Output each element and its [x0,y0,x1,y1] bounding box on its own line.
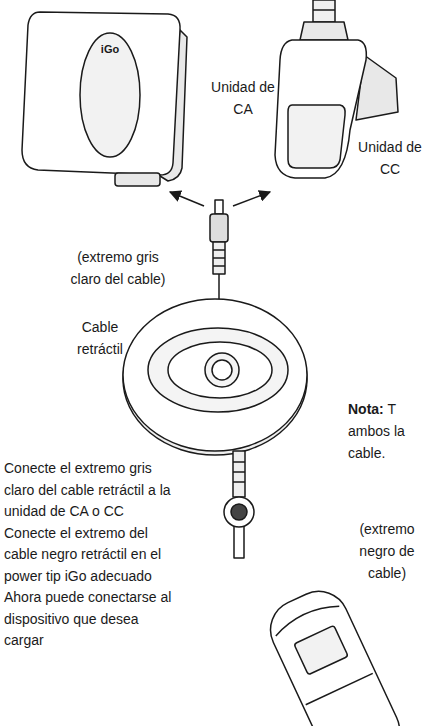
black-connector [224,451,254,558]
part-label: Unidad de CA [205,76,281,120]
instruction-text-block: Conecte el extremo gris claro del cable … [4,458,176,652]
instruction-text: Ahora puede conectarse al dispositivo qu… [4,587,176,652]
arrow [233,192,270,206]
arrow [170,192,204,206]
end-label: (extremo negro de cable) [350,518,424,584]
instruction-text: Conecte el extremo del cable negro retrá… [4,523,176,588]
part-label: Cable retráctil [60,316,140,360]
phone [261,582,410,726]
part-label: Unidad de CC [352,136,428,180]
end-label: (extremo gris claro del cable) [62,246,174,290]
gray-connector [210,200,228,300]
note-text: Nota: [348,401,384,417]
cable-reel [123,299,307,455]
ac-unit [22,12,187,186]
instruction-text: Conecte el extremo gris claro del cable … [4,458,176,523]
note-text-block: Nota: T ambos la cable. [348,398,426,464]
brand-logo: iGo [95,43,125,56]
